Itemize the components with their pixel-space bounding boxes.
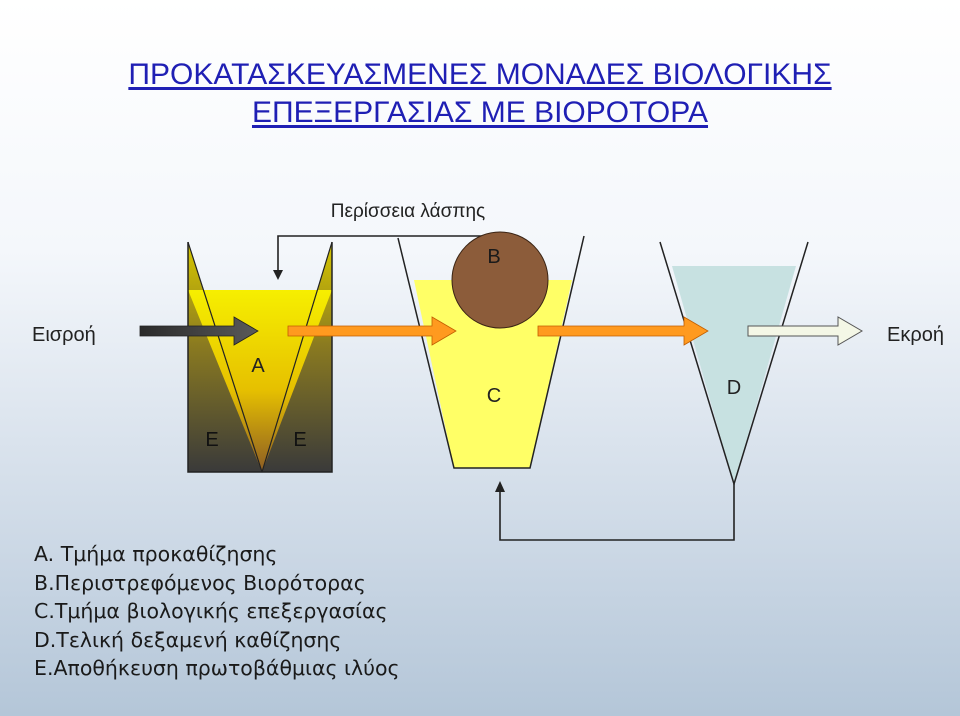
- page-title-line-1: ΠΡΟΚΑΤΑΣΚΕΥΑΣΜΕΝΕΣ ΜΟΝΑΔΕΣ ΒΙΟΛΟΓΙΚΗΣ: [128, 58, 832, 91]
- storage-right-label: E: [293, 429, 306, 451]
- outflow-label: Εκροή: [887, 324, 944, 346]
- page-title: ΠΡΟΚΑΤΑΣΚΕΥΑΣΜΕΝΕΣ ΜΟΝΑΔΕΣ ΒΙΟΛΟΓΙΚΗΣ ΕΠ…: [0, 56, 960, 132]
- legend-item-d: D.Τελική δεξαμενή καθίζησης: [34, 627, 342, 652]
- tank-d-label: D: [727, 377, 741, 399]
- tank-a-label: A: [251, 355, 265, 377]
- tank-c-biological-treatment: [397, 235, 585, 469]
- flow-arrow-a-to-c: [287, 316, 457, 346]
- rotor-label: B: [487, 246, 500, 268]
- legend-item-e: E.Αποθήκευση πρωτοβάθμιας ιλύος: [34, 656, 400, 681]
- inflow-arrow: [139, 316, 259, 346]
- page-title-line-2: ΕΠΕΞΕΡΓΑΣΙΑΣ ΜΕ ΒΙΟΡΟΤΟΡΑ: [251, 96, 709, 129]
- tank-c-label: C: [487, 385, 501, 407]
- rotor-b: [451, 231, 549, 329]
- legend-list: A. Τμήμα προκαθίζησης B.Περιστρεφόμενος …: [34, 540, 400, 683]
- excess-sludge-label: Περίσσεια λάσπης: [331, 201, 485, 222]
- legend-item-c: C.Τμήμα βιολογικής επεξεργασίας: [34, 599, 388, 624]
- legend-item-a: A. Τμήμα προκαθίζησης: [34, 542, 278, 566]
- flow-arrow-c-to-d: [537, 316, 709, 346]
- outflow-arrow: [747, 316, 863, 346]
- return-sludge-line: [495, 481, 735, 541]
- inflow-label: Εισροή: [32, 324, 96, 346]
- legend-item-b: B.Περιστρεφόμενος Βιορότορας: [34, 570, 366, 595]
- tank-d-final-settling: [659, 241, 809, 487]
- storage-left-label: E: [205, 429, 218, 451]
